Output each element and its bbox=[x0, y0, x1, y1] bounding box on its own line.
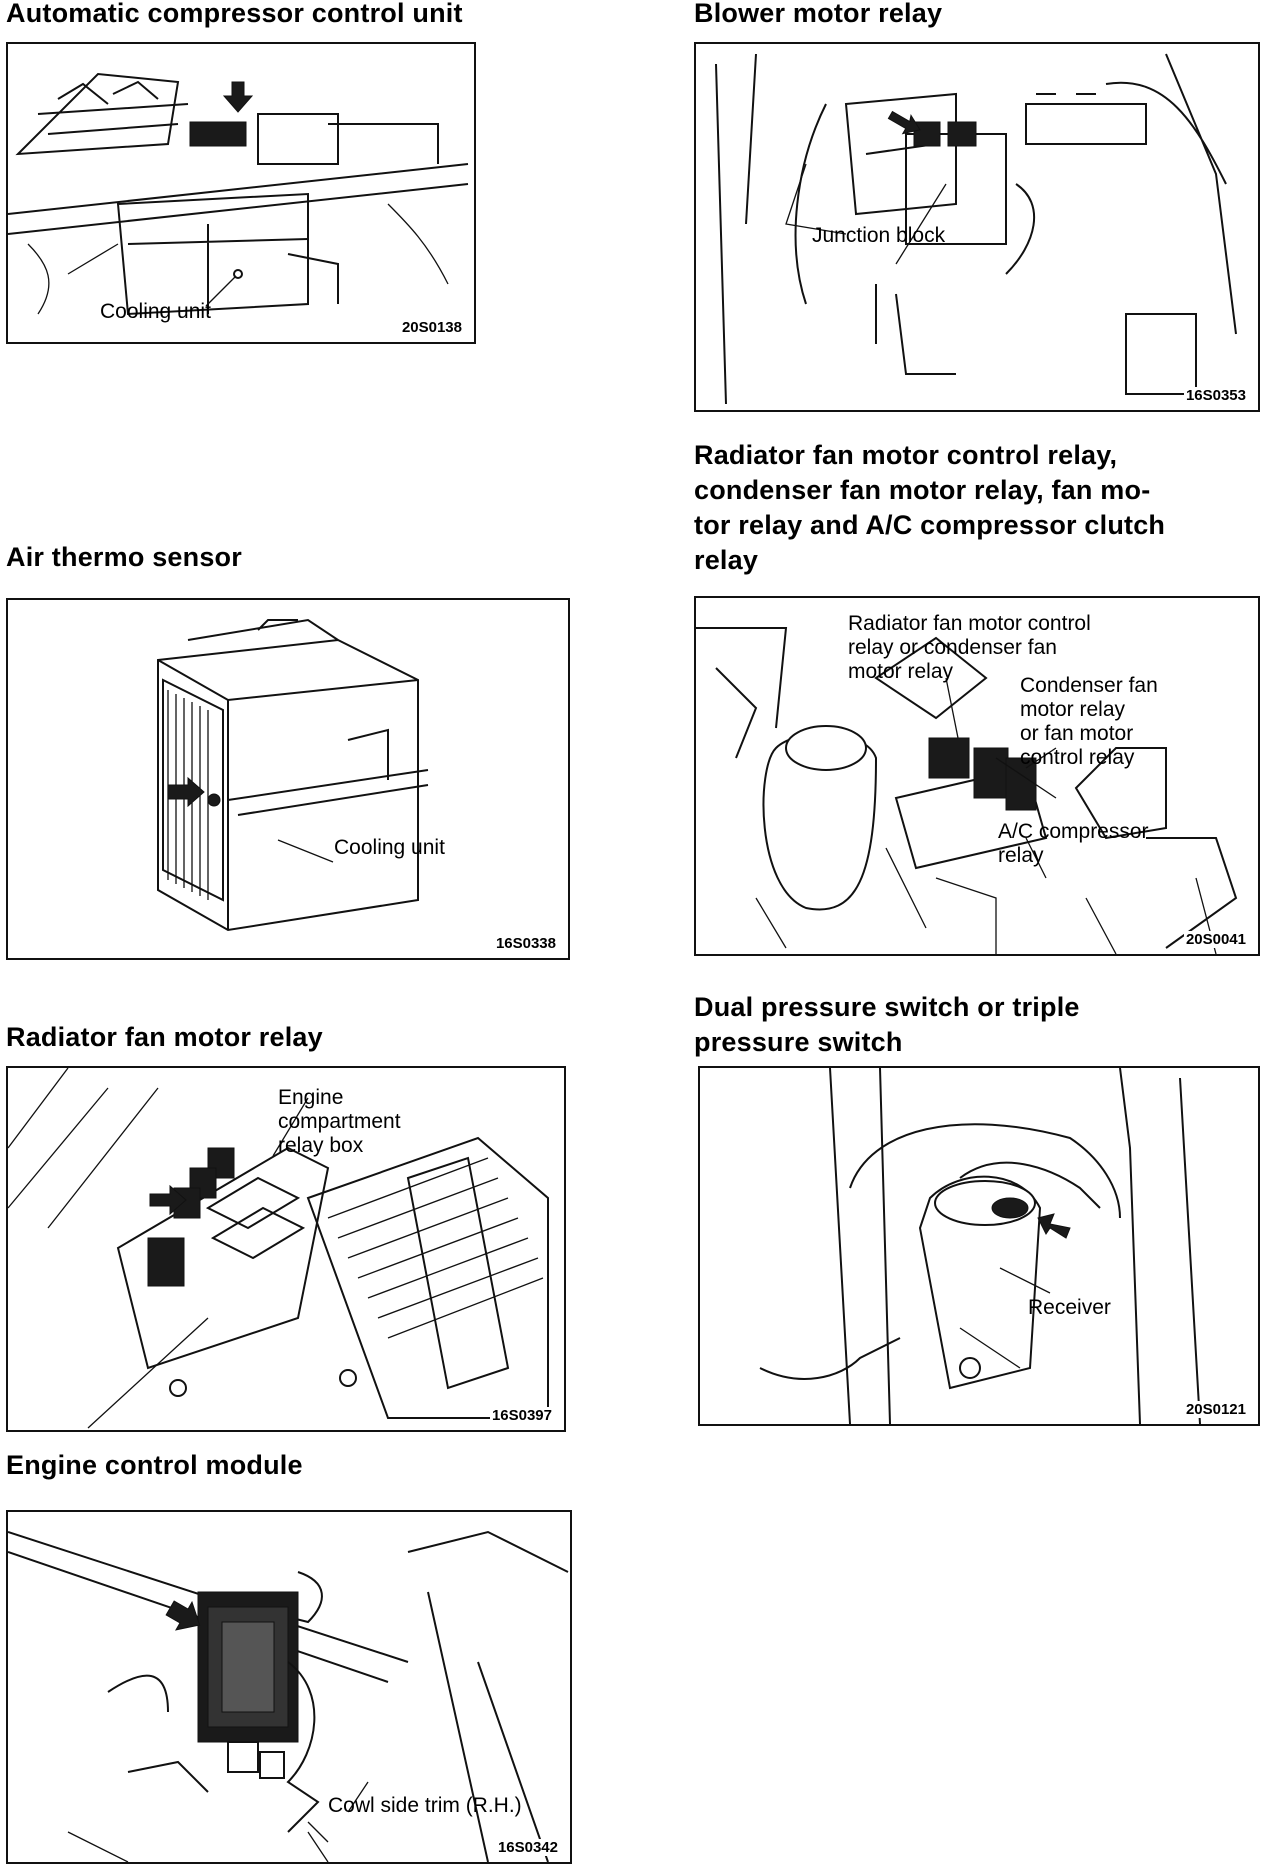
illustration-air-thermo-sensor bbox=[157, 618, 429, 932]
callout-engine-relay-box: Engine compartment relay box bbox=[278, 1086, 401, 1157]
callout-condenser-fan-relay: Condenser fan motor relay or fan motor c… bbox=[1020, 674, 1158, 769]
illustration-engine-control-module bbox=[8, 1530, 569, 1862]
callout-cooling-unit: Cooling unit bbox=[100, 300, 211, 323]
figure-air-thermo-sensor: Cooling unit 16S0338 bbox=[6, 598, 570, 960]
figure-code: 20S0041 bbox=[1183, 931, 1248, 948]
figure-dual-pressure-switch: Receiver 20S0121 bbox=[698, 1066, 1260, 1426]
figure-code: 16S0397 bbox=[489, 1407, 554, 1424]
section-title-radiator-fan-motor-relay: Radiator fan motor relay bbox=[6, 1022, 323, 1052]
figure-auto-compressor: Cooling unit 20S0138 bbox=[6, 42, 476, 344]
section-title-auto-compressor: Automatic compressor control unit bbox=[6, 0, 463, 28]
callout-junction-block: Junction block bbox=[812, 224, 946, 247]
section-title-engine-control-module: Engine control module bbox=[6, 1450, 303, 1480]
figure-engine-control-module: Cowl side trim (R.H.) 16S0342 bbox=[6, 1510, 572, 1864]
callout-ac-compressor-relay: A/C compressor relay bbox=[998, 820, 1149, 867]
illustration-blower-motor-relay bbox=[715, 53, 1237, 405]
section-title-blower-motor-relay: Blower motor relay bbox=[694, 0, 943, 28]
figure-code: 16S0338 bbox=[493, 935, 558, 952]
callout-cooling-unit: Cooling unit bbox=[334, 836, 445, 859]
illustration-radiator-relays bbox=[696, 627, 1238, 954]
figure-code: 16S0342 bbox=[495, 1839, 560, 1856]
figure-blower-motor-relay: Junction block 16S0353 bbox=[694, 42, 1260, 412]
illustration-auto-compressor bbox=[8, 72, 469, 316]
section-title-air-thermo-sensor: Air thermo sensor bbox=[6, 542, 242, 572]
illustration-radiator-fan-motor-relay bbox=[8, 1068, 549, 1429]
callout-receiver: Receiver bbox=[1028, 1296, 1111, 1319]
section-title-dual-pressure-switch: Dual pressure switch or triple pressure … bbox=[694, 992, 1080, 1057]
figure-code: 20S0138 bbox=[399, 319, 464, 336]
section-title-radiator-relays: Radiator fan motor control relay, conden… bbox=[694, 440, 1166, 575]
figure-code: 20S0121 bbox=[1183, 1401, 1248, 1418]
callout-cowl-side-trim: Cowl side trim (R.H.) bbox=[328, 1794, 522, 1817]
illustration-dual-pressure-switch bbox=[759, 1068, 1201, 1424]
figure-radiator-fan-motor-relay: Engine compartment relay box 16S0397 bbox=[6, 1066, 566, 1432]
figure-radiator-relays: Radiator fan motor control relay or cond… bbox=[694, 596, 1260, 956]
callout-radiator-fan-control-relay: Radiator fan motor control relay or cond… bbox=[848, 612, 1091, 683]
figure-code: 16S0353 bbox=[1183, 387, 1248, 404]
